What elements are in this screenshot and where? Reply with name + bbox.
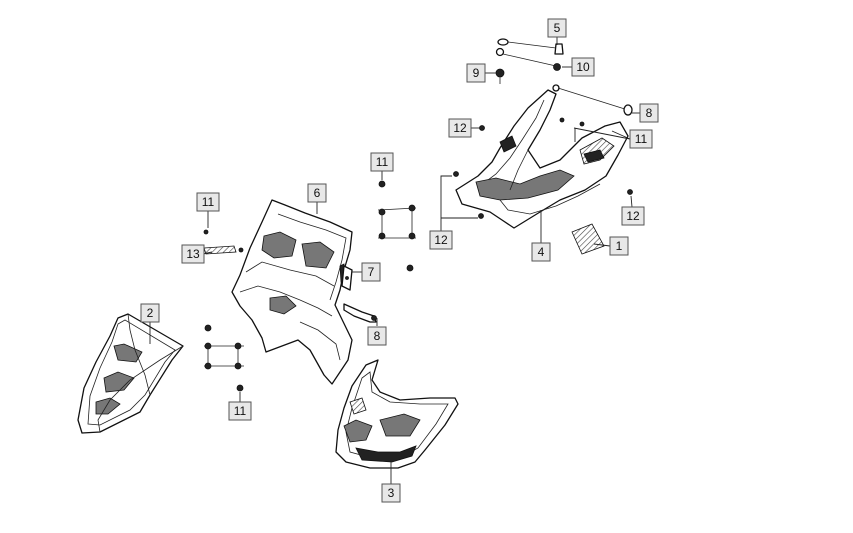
svg-text:3: 3: [388, 486, 395, 500]
callout-7: 7: [361, 262, 381, 282]
svg-text:7: 7: [368, 265, 375, 279]
callout-12-right: 12: [621, 206, 645, 226]
svg-text:6: 6: [314, 186, 321, 200]
callout-11-lower: 11: [228, 401, 252, 421]
callout-10: 10: [571, 57, 595, 77]
callout-1: 1: [609, 236, 629, 256]
callout-11-top-right: 11: [629, 129, 653, 149]
svg-text:12: 12: [626, 209, 640, 223]
sticker-part: [571, 223, 605, 255]
leader-lines: [149, 36, 640, 484]
callout-12-left: 12: [429, 230, 453, 250]
callout-13: 13: [181, 244, 205, 264]
callout-11-left: 11: [196, 192, 220, 212]
front-shield-part: [77, 313, 184, 434]
callout-8-middle: 8: [367, 326, 387, 346]
callout-9: 9: [466, 63, 486, 83]
svg-text:4: 4: [538, 245, 545, 259]
svg-text:2: 2: [147, 306, 154, 320]
svg-text:8: 8: [646, 106, 653, 120]
svg-text:11: 11: [376, 155, 389, 169]
callout-8-right: 8: [639, 103, 659, 123]
callout-6: 6: [307, 183, 327, 203]
leg-shield-inner-part: [231, 199, 353, 385]
svg-text:11: 11: [635, 132, 648, 146]
svg-text:12: 12: [434, 233, 448, 247]
hardware-group: [203, 38, 633, 392]
svg-text:9: 9: [473, 66, 480, 80]
svg-text:10: 10: [576, 60, 590, 74]
svg-text:5: 5: [554, 21, 561, 35]
front-lower-cover-part: [335, 359, 459, 469]
callout-11-middle: 11: [370, 152, 394, 172]
callout-5: 5: [547, 18, 567, 38]
callout-2: 2: [140, 303, 160, 323]
callout-12-top: 12: [448, 118, 472, 138]
svg-text:11: 11: [202, 195, 215, 209]
callout-3: 3: [381, 483, 401, 503]
screw-group-11-upper: [377, 180, 417, 272]
floor-panel-part: [455, 89, 629, 229]
screw-group-11-lower: [204, 324, 244, 392]
svg-text:12: 12: [453, 121, 467, 135]
callout-4: 4: [531, 242, 551, 262]
svg-text:8: 8: [374, 329, 381, 343]
svg-text:13: 13: [186, 247, 200, 261]
svg-text:1: 1: [616, 239, 623, 253]
svg-text:11: 11: [234, 404, 247, 418]
